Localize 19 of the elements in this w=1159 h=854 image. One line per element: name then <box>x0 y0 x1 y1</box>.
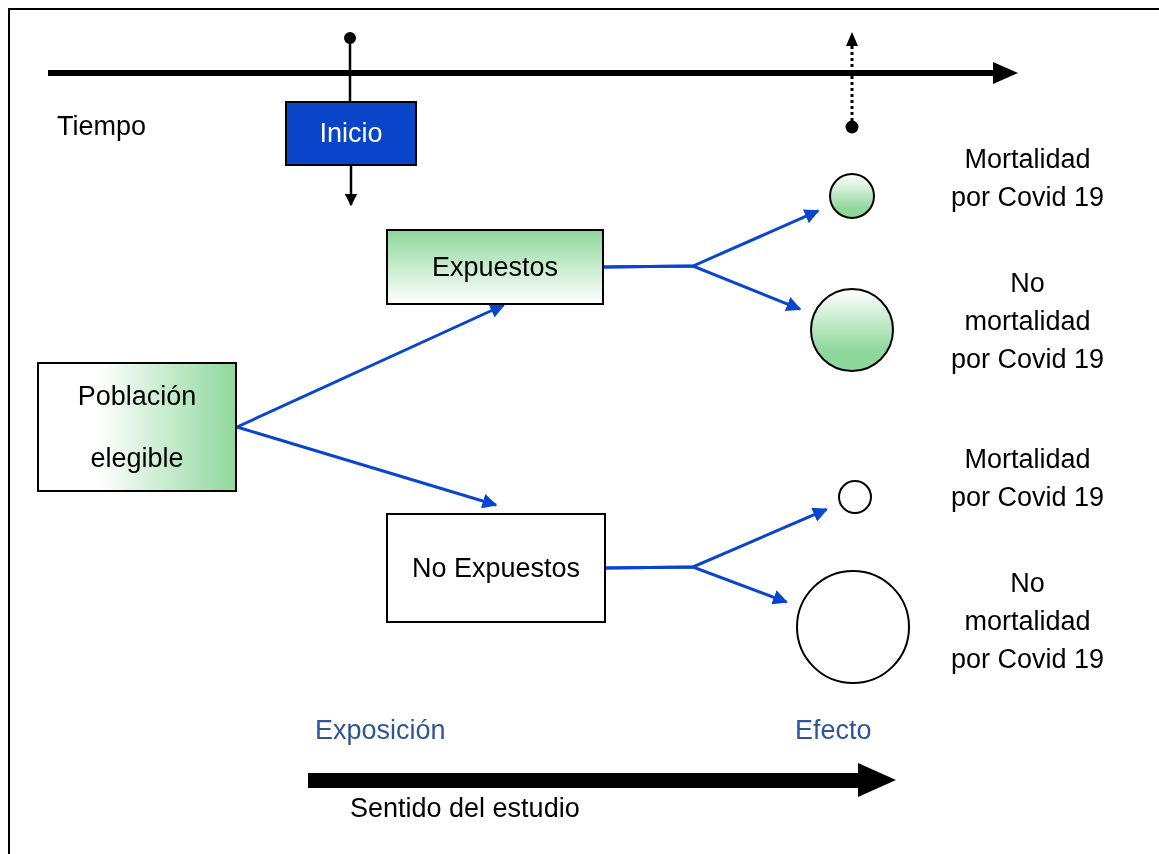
axis-label: Tiempo <box>57 111 147 142</box>
outcome-caption: No mortalidad por Covid 19 <box>949 267 1106 376</box>
outcome-caption: No mortalidad por Covid 19 <box>949 567 1106 676</box>
outcome-circle <box>838 480 872 514</box>
arrow <box>606 565 788 605</box>
direction-label: Sentido del estudio <box>350 793 580 824</box>
process-box: No Expuestos <box>386 513 606 623</box>
process-box: Población elegible <box>37 362 237 492</box>
outcome-caption: Mortalidad por Covid 19 <box>949 143 1106 214</box>
arrow <box>236 425 498 509</box>
outcome-caption: Mortalidad por Covid 19 <box>949 443 1106 514</box>
phase-label: Efecto <box>795 715 872 746</box>
start-box: Inicio <box>285 101 417 166</box>
arrow <box>236 303 506 429</box>
outcome-circle <box>829 173 875 219</box>
process-box: Expuestos <box>386 229 604 305</box>
phase-label: Exposición <box>315 715 446 746</box>
arrow <box>604 264 802 311</box>
arrow <box>344 166 358 207</box>
